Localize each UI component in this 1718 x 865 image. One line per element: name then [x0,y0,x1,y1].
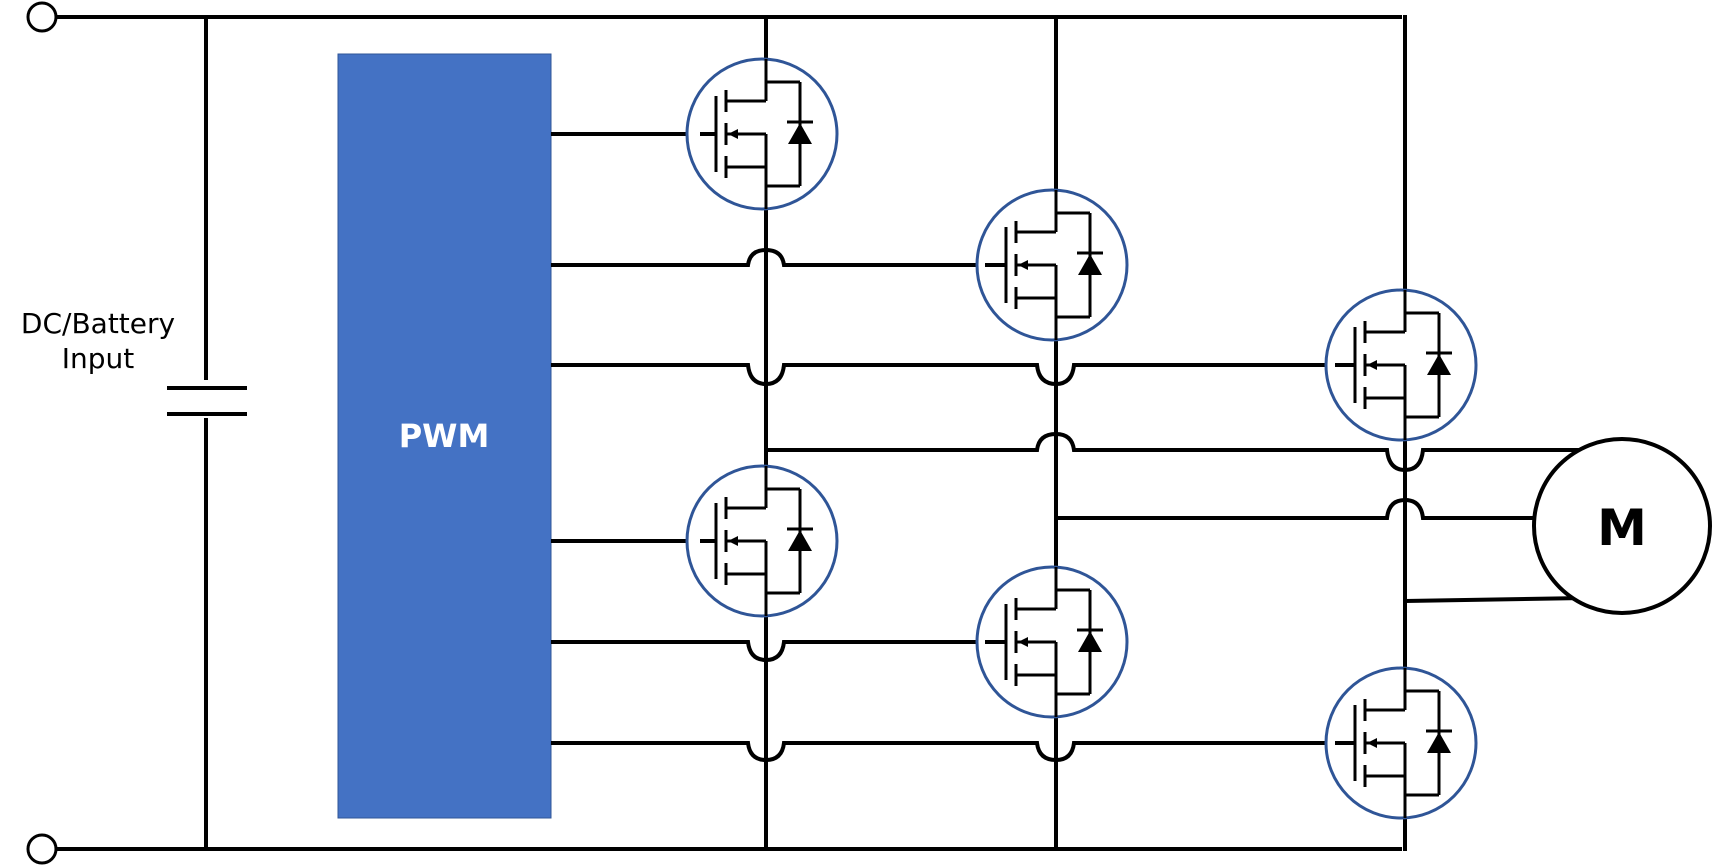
dc-bus-capacitor [160,380,252,418]
phase-output-lines [766,431,1586,603]
pwm-controller: PWM [337,53,552,819]
pwm-label: PWM [399,417,490,455]
input-label-line1: DC/Battery [21,307,175,340]
negative-terminal [26,833,58,865]
gate-drive-lines [551,132,1335,763]
motor-label: M [1597,499,1647,557]
positive-terminal [26,1,58,33]
input-label-line2: Input [62,342,135,375]
motor: M [1532,437,1712,615]
gate-leads [700,132,1355,745]
